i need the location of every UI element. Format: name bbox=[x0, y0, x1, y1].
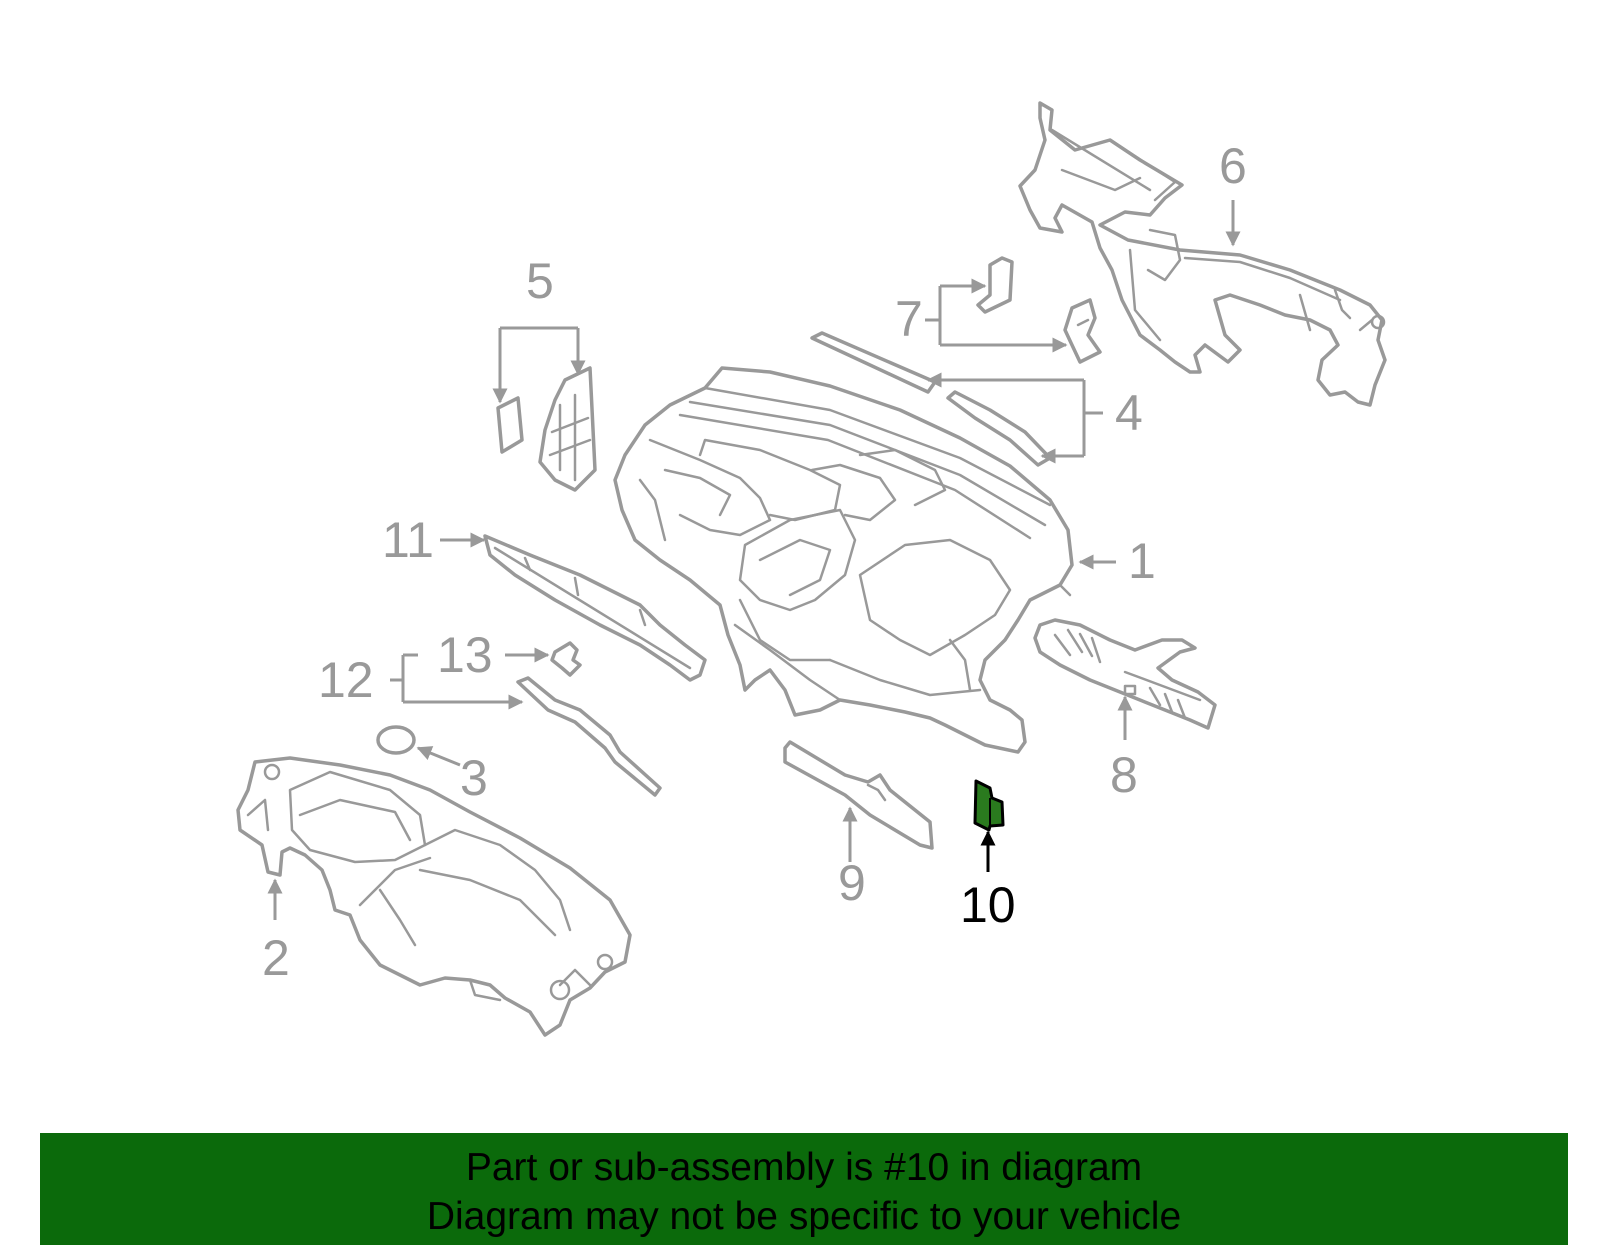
callout-7: 7 bbox=[895, 291, 923, 347]
callout-10: 10 bbox=[960, 877, 1016, 933]
part-8-duct[interactable] bbox=[1033, 618, 1217, 730]
part-9-lower-strip[interactable] bbox=[783, 740, 934, 850]
part-1-instrument-panel[interactable] bbox=[613, 366, 1074, 754]
callout-13: 13 bbox=[437, 627, 493, 683]
callout-1: 1 bbox=[1128, 533, 1156, 589]
callout-5: 5 bbox=[526, 253, 554, 309]
callout-9: 9 bbox=[838, 855, 866, 911]
leader-lines bbox=[267, 200, 1241, 920]
callout-4: 4 bbox=[1115, 385, 1143, 441]
info-banner: Part or sub-assembly is #10 in diagram D… bbox=[40, 1133, 1568, 1245]
part-3-grommet[interactable] bbox=[376, 725, 416, 755]
part-13-clip[interactable] bbox=[550, 641, 582, 677]
callout-11: 11 bbox=[382, 512, 434, 568]
callout-2: 2 bbox=[262, 930, 290, 986]
part-10-highlighted[interactable] bbox=[973, 779, 1005, 832]
part-11-brace[interactable] bbox=[483, 534, 707, 682]
part-2-dash-cover[interactable] bbox=[236, 756, 632, 1037]
callout-labels: 1 2 3 4 5 6 7 8 9 10 11 12 13 bbox=[262, 138, 1247, 986]
part-7-brackets[interactable] bbox=[976, 256, 1102, 364]
callout-6: 6 bbox=[1219, 138, 1247, 194]
part-6-crossmember[interactable] bbox=[1018, 101, 1387, 407]
part-5-side-trim[interactable] bbox=[496, 366, 597, 492]
callout-8: 8 bbox=[1110, 747, 1138, 803]
banner-line-2: Diagram may not be specific to your vehi… bbox=[426, 1195, 1182, 1238]
part-4-strips[interactable] bbox=[810, 331, 1052, 467]
part-12-reinforcement[interactable] bbox=[516, 676, 662, 797]
callout-12: 12 bbox=[318, 652, 374, 708]
banner-line-1: Part or sub-assembly is #10 in diagram bbox=[465, 1146, 1143, 1189]
callout-3: 3 bbox=[460, 750, 488, 806]
